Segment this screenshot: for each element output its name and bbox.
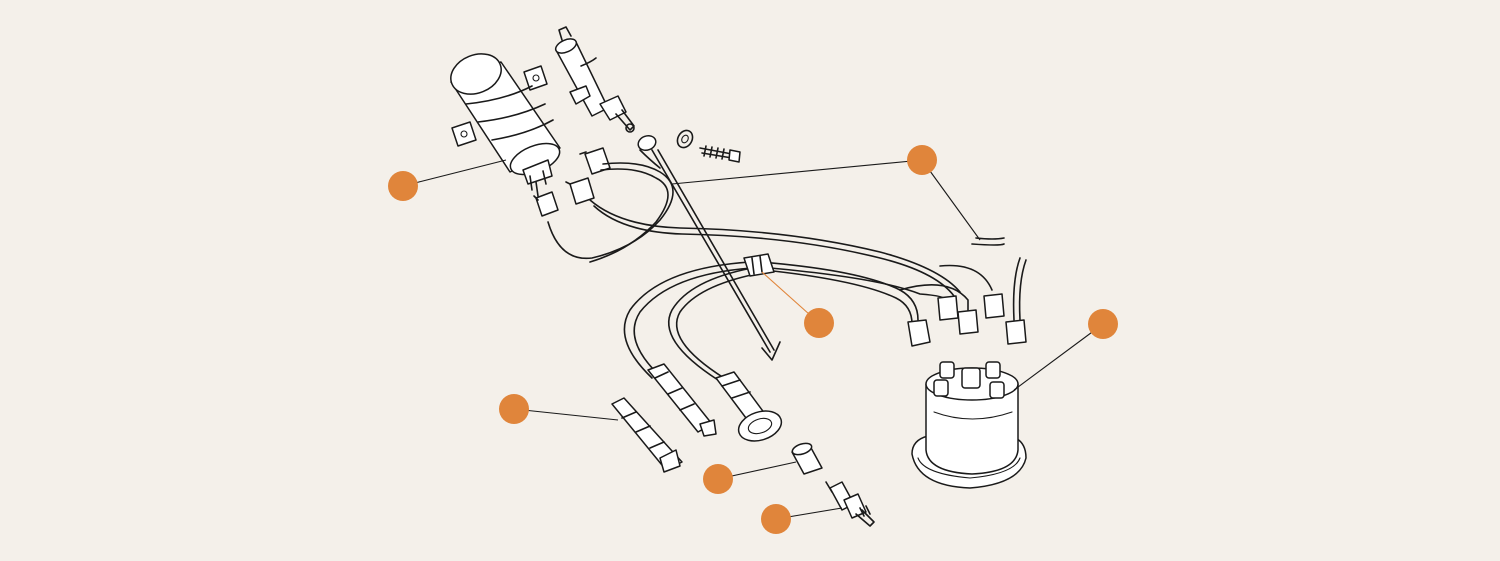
lead-clip-hotspot[interactable] [804,308,834,338]
plug-connector-hotspot[interactable] [499,394,529,424]
ignition-coil-hotspot[interactable] [388,171,418,201]
condenser [554,26,635,133]
hv-leads-hotspot[interactable] [907,145,937,175]
hv-leads [533,147,1027,381]
ring-terminal [637,134,661,169]
plug-connector-parts [611,363,717,473]
plug-cap-parts [715,371,823,475]
spark-plug-hotspot[interactable] [761,504,791,534]
washer-and-bolt [676,129,741,163]
distributor-cap [911,361,1027,489]
distributor-cap-hotspot[interactable] [1088,309,1118,339]
plug-cap-hotspot[interactable] [703,464,733,494]
ignition-coil [450,53,561,197]
spark-plug [825,481,875,527]
hotspots [388,145,1118,534]
